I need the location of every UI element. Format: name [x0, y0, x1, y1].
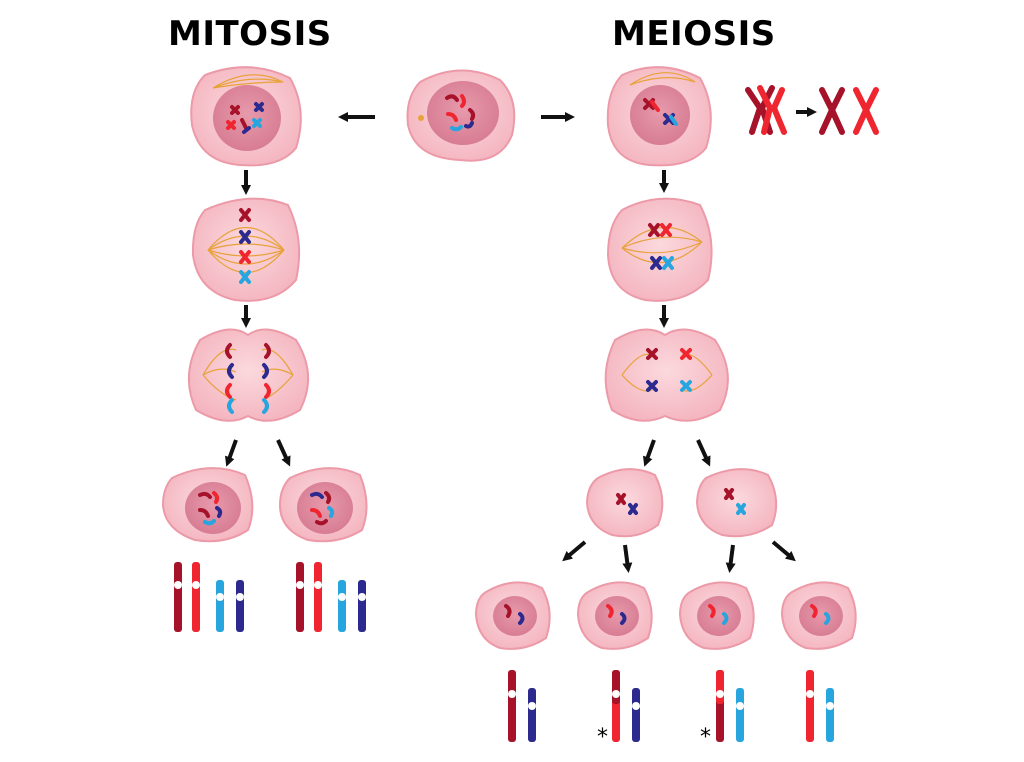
- mitosis-anaphase-cell: [187, 328, 310, 422]
- mitosis-metaphase-cell: [191, 197, 301, 302]
- mitosis-daughter-cell-right: [278, 467, 368, 543]
- crossing-over-illustration: [745, 85, 879, 135]
- mitosis-prophase-cell: [190, 66, 302, 167]
- crossover-marker-left: *: [597, 725, 608, 750]
- arrow-meiosis-4-d: [771, 540, 796, 562]
- meiosis-gamete-cell-3: [678, 581, 755, 650]
- meiosis-chromosome-set-3: [716, 670, 744, 742]
- meiosis-metaphase-cell: [606, 197, 713, 302]
- meiosis-gamete-cell-4: [780, 581, 857, 650]
- arrow-meiosis-3-right: [696, 439, 711, 467]
- meiosis-secondary-cell-right: [695, 468, 778, 538]
- arrow-mitosis-3-left: [225, 439, 238, 467]
- meiosis-prophase-cell: [606, 66, 712, 167]
- arrow-mitosis-3-right: [276, 439, 291, 467]
- meiosis-secondary-cell-left: [585, 468, 664, 538]
- mitosis-chromosome-set-right: [296, 562, 366, 632]
- meiosis-anaphase-cell: [604, 328, 729, 422]
- arrow-meiosis-4-c: [725, 544, 736, 573]
- meiosis-chromosome-set-2: [612, 670, 640, 742]
- arrow-meiosis-4-a: [562, 540, 587, 562]
- crossover-marker-right: *: [700, 725, 711, 750]
- meiosis-gamete-cell-2: [576, 581, 653, 650]
- mitosis-chromosome-set-left: [174, 562, 244, 632]
- meiosis-chromosome-set-4: [806, 670, 834, 742]
- mitosis-daughter-cell-left: [161, 467, 254, 543]
- meiosis-title: MEIOSIS: [612, 14, 776, 54]
- mitosis-title: MITOSIS: [168, 14, 332, 54]
- parent-cell: [406, 69, 516, 162]
- arrow-meiosis-3-left: [643, 439, 656, 467]
- meiosis-gamete-cell-1: [474, 581, 551, 650]
- arrow-meiosis-4-b: [622, 544, 633, 573]
- meiosis-chromosome-set-1: [508, 670, 536, 742]
